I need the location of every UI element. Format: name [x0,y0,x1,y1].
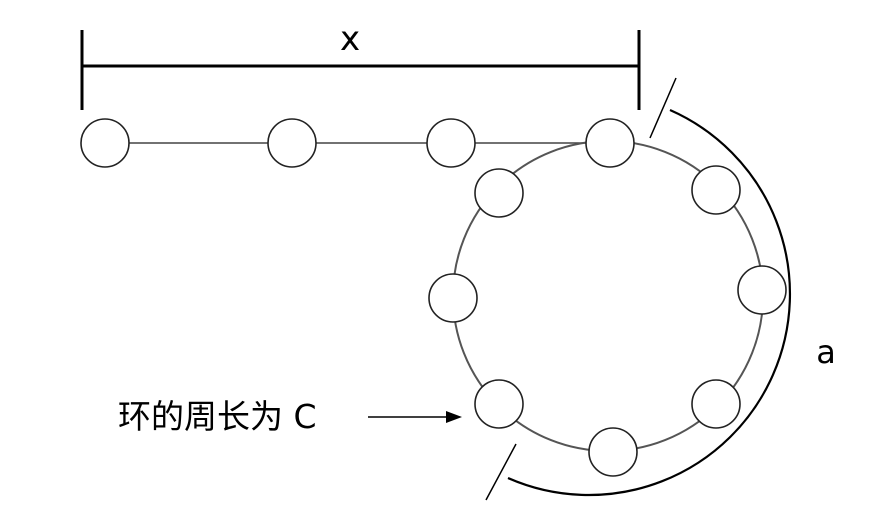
length-bracket [80,30,641,110]
arc-label: a [816,333,836,371]
ring-label-arrow [368,411,462,423]
length-label: x [340,19,360,59]
chain-node-3 [426,118,476,168]
arc-start-tick [649,77,677,139]
chain-node-2 [267,118,317,168]
ring-node-upper-right [691,165,741,215]
ring-node-upper-left [474,168,524,218]
ring-node-lower-right [691,379,741,429]
ring-node-bottom [588,427,638,477]
ring-node-left [428,273,478,323]
chain-node-1 [80,118,130,168]
arc-end-tick [485,443,517,501]
ring-label: 环的周长为 C [118,397,317,436]
ring-node-junction [585,118,635,168]
arc-segment [507,108,792,497]
ring-node-right [737,265,787,315]
ring-node-lower-left [474,379,524,429]
